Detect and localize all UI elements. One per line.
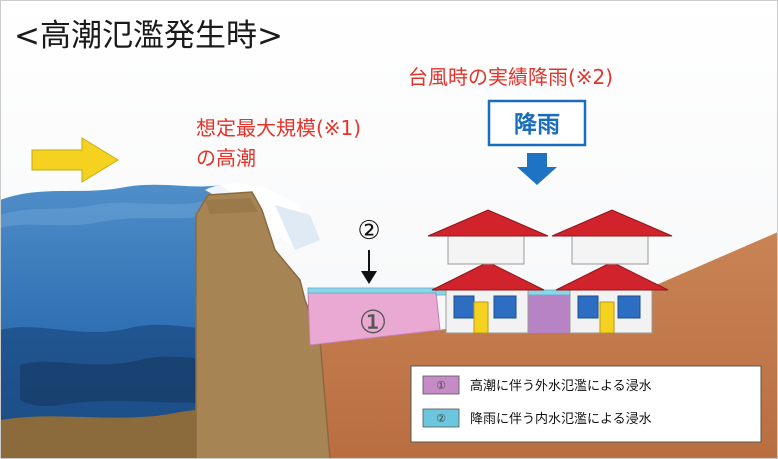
outer-flood-between-houses xyxy=(525,295,573,333)
rain-down-arrow xyxy=(517,153,557,185)
wave-highlight xyxy=(0,200,215,228)
sea-bed xyxy=(0,405,230,459)
levee-top xyxy=(205,198,258,214)
legend-text-2: 降雨に伴う内水氾濫による浸水 xyxy=(470,411,652,427)
marker-2-arrow-head xyxy=(361,271,377,284)
house-left xyxy=(427,209,549,334)
legend-num-2: ② xyxy=(436,412,446,425)
surge-label-line1: 想定最大規模(※1) xyxy=(196,116,361,140)
legend-swatch-inner xyxy=(422,408,460,428)
legend-num-1: ① xyxy=(436,379,446,392)
levee xyxy=(195,191,331,459)
marker-1: ① xyxy=(359,303,388,341)
rain-label: 台風時の実績降雨(※2) xyxy=(408,65,613,89)
sea-shadow xyxy=(20,356,230,407)
legend: ① 高潮に伴う外水氾濫による浸水 ② 降雨に伴う内水氾濫による浸水 xyxy=(410,365,762,443)
surge-label-line2: の高潮 xyxy=(196,146,256,170)
page-title: <高潮氾濫発生時> xyxy=(14,18,283,54)
legend-text-1: 高潮に伴う外水氾濫による浸水 xyxy=(470,378,652,394)
legend-box xyxy=(410,365,762,443)
wave-spray-shadow xyxy=(275,205,320,250)
rain-box xyxy=(487,99,587,147)
legend-swatch-outer xyxy=(422,375,460,395)
inner-flood-band-left xyxy=(307,287,439,294)
rain-box-label: 降雨 xyxy=(514,112,560,138)
marker-2: ② xyxy=(357,216,380,246)
house-right xyxy=(551,209,673,334)
surge-direction-arrow xyxy=(31,137,119,183)
